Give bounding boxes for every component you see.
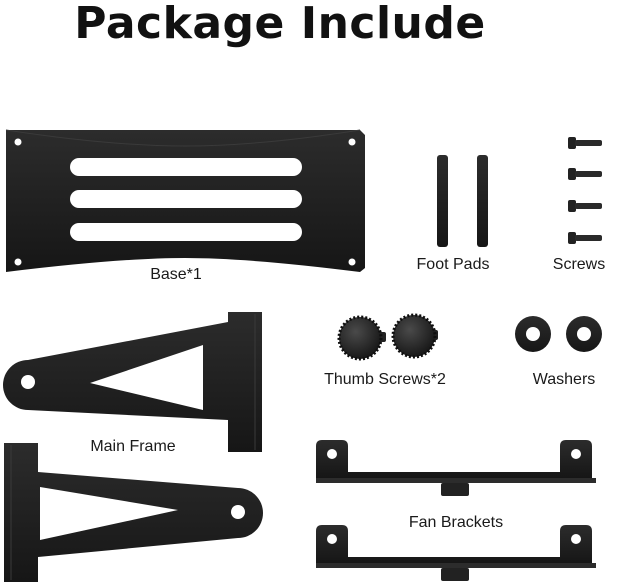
foot-pads-label: Foot Pads (416, 256, 490, 273)
fan-brackets-label: Fan Brackets (408, 514, 504, 531)
main-frame-lower (4, 443, 263, 582)
washers (515, 316, 602, 352)
fan-bracket-lower (316, 525, 596, 581)
fan-bracket-upper (316, 440, 596, 496)
base-plate (5, 129, 365, 272)
thumb-screws (337, 313, 438, 361)
main-frame-upper (3, 312, 262, 452)
base-label: Base*1 (150, 266, 202, 283)
main-frame-label: Main Frame (90, 438, 176, 455)
foot-pads (437, 155, 488, 247)
washers-label: Washers (532, 371, 596, 388)
screws-label: Screws (552, 256, 606, 273)
page-title: Package Include (74, 0, 486, 49)
thumb-screws-label: Thumb Screws*2 (324, 371, 446, 388)
screws (568, 137, 602, 244)
